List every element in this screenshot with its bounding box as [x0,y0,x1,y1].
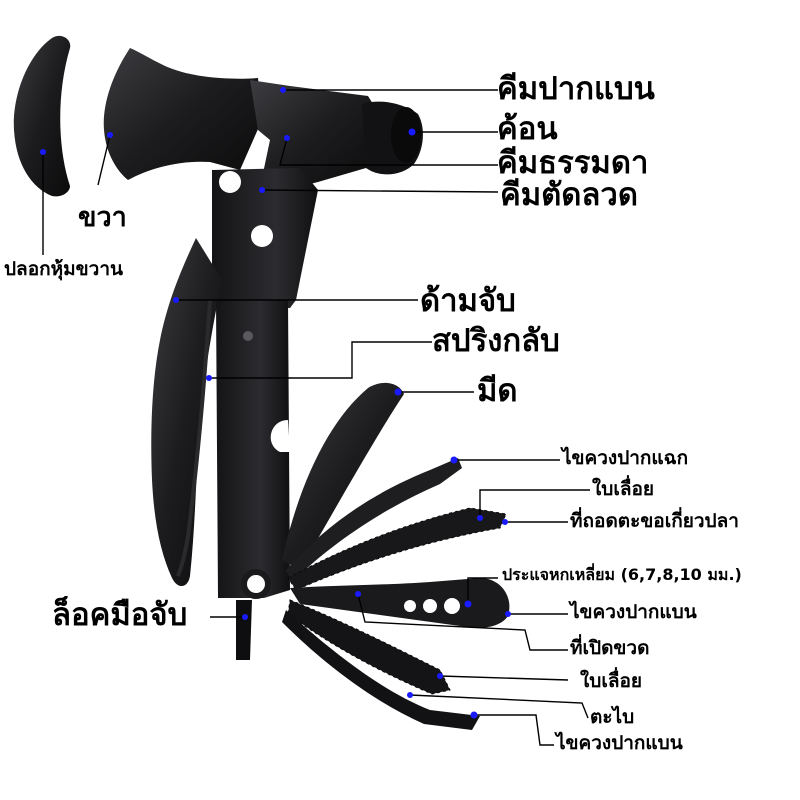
label-hammer: ค้อน [497,111,558,147]
label-markers [40,87,511,719]
lever-handle-shape [151,238,222,587]
hammer-face-shape [391,107,421,163]
label-axe: ขวา [78,202,127,233]
label-hex-wrench: ประแจหกเหลี่ยม (6,7,8,10 มม.) [502,565,742,584]
axe-cover-shape [13,35,71,197]
handle-lock-ring [241,569,271,599]
label-saw-blade-2: ใบเลื่อย [580,670,643,692]
label-saw-blade-1: ใบเลื่อย [592,478,655,500]
saw-blade-1-shape [287,507,507,591]
pliers-jaws-shape [250,80,378,192]
hex-hole [444,598,460,614]
hex-wrench-shape [290,578,510,628]
handle-screw [243,331,253,341]
body-hole-1 [219,171,241,193]
spring-wire-shape [176,299,212,577]
label-spring-clip: สปริงกลับ [432,323,560,359]
handle-body-shape [216,300,290,598]
label-phillips-screwdriver: ไขควงปากแฉก [562,447,689,469]
label-axe-cover: ปลอกหุ้มขวาน [4,258,123,280]
handle-lock-tab [236,600,252,660]
label-file: ตะไบ [590,706,635,728]
axe-head-shape [103,48,262,180]
knife-blade-shape [282,382,404,570]
label-flat-screwdriver-2: ไขควงปากแบน [556,732,683,754]
label-handle-lock: ล็อคมือจับ [52,597,188,633]
label-regular-pliers: คีมธรรมดา [497,145,649,181]
label-flat-screwdriver-1: ไขควงปากแบน [570,601,697,623]
label-fish-scaler: ที่ถอดตะขอเกี่ยวปลา [570,510,739,532]
hex-hole [423,599,437,613]
file-shape [282,610,480,730]
handle-notch [270,420,290,452]
hex-hole [404,600,416,612]
phillips-blade-shape [286,458,462,582]
leader-lines [42,89,590,746]
label-knife: มีด [477,373,518,409]
label-wire-cutter: คีมตัดลวด [500,177,638,213]
label-handle: ด้ามจับ [420,283,516,319]
label-bottle-opener: ที่เปิดขวด [570,637,650,659]
saw-blade-2-shape [287,599,451,695]
label-flat-nose-pliers: คีมปากแบน [497,71,655,107]
body-hole-2 [251,225,273,247]
